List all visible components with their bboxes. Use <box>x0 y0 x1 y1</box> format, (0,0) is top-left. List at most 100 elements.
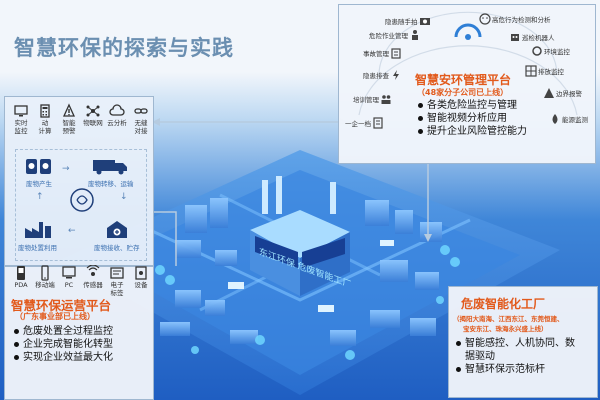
factory-subtitle-line-1: （揭阳大南海、江西东江、东莞恒建、 <box>453 315 564 323</box>
left-bottom-icon-2: PC <box>57 265 81 297</box>
grid-icon <box>525 65 537 77</box>
page-title: 智慧环保的探索与实践 <box>14 36 234 60</box>
rt-perimeter: 边界报警 <box>543 87 582 99</box>
monitor-icon <box>14 105 28 117</box>
right-panel-lower: 危废智能化工厂 （揭阳大南海、江西东江、东莞恒建、 宝安东江、珠海永兴盛上线） … <box>448 286 598 398</box>
rt-danger-work-label: 危险作业管理 <box>369 32 408 40</box>
brain-icon <box>70 188 94 212</box>
factory-title: 危废智能化工厂 <box>461 297 546 311</box>
factory-bullet: 智能感控、人机协同、数 据驱动 <box>455 337 597 363</box>
left-top-icon-label: 实时 监控 <box>14 119 28 135</box>
rt-hazard-check: 隐患排查 <box>363 69 402 81</box>
lightning-icon <box>393 70 399 80</box>
left-top-icon-label: 智能 预警 <box>62 119 76 135</box>
left-bottom-icon-4: 电子 标签 <box>105 265 129 297</box>
left-bullet: 实现企业效益最大化 <box>13 351 113 364</box>
rt-one-enterprise: 一企一档 <box>345 117 384 129</box>
left-bottom-icon-1: 移动端 <box>33 265 57 297</box>
drop-icon <box>552 114 558 124</box>
flow-arrow-right: → <box>62 164 70 174</box>
rt-training-label: 培训管理 <box>353 96 379 104</box>
right-panel-upper: 隐患随手拍 高危行为检测和分析 危险作业管理 巡检机器人 事故管理 环境监控 隐… <box>338 4 596 164</box>
iot-icon <box>86 105 100 117</box>
left-top-icon-2: 智能 预警 <box>57 103 81 135</box>
left-bottom-icon-label: PC <box>64 281 74 289</box>
left-panel-lower: PDA 移动端 PC 传感器 电子 标签 设备 智慧环保运营平台 （广东事业部已… <box>4 265 154 400</box>
flow-box: 废物产生 → 废物转移、运输 ↑ ↓ 废物处置利用 ← 废物接收、贮存 <box>15 149 147 261</box>
left-panel-upper: 实时 监控 动 计算 智能 预警 物联网 云分析 无缝 对接 废物产生 → <box>4 96 154 266</box>
rt-inspection-robot-label: 巡检机器人 <box>522 34 555 42</box>
left-bottom-icon-label: PDA <box>14 281 28 289</box>
ring-icon <box>532 46 542 56</box>
left-platform-bullets: 危废处置全过程监控 企业完成智能化转型 实现企业效益最大化 <box>13 325 113 364</box>
rt-danger-work: 危险作业管理 <box>369 29 421 41</box>
document-icon <box>373 117 383 129</box>
left-top-icon-4: 云分析 <box>105 103 129 135</box>
truck-icon <box>92 160 127 175</box>
face-icon <box>479 13 491 25</box>
connector-left-side <box>152 211 177 266</box>
factory-subtitle-line-2: 宝安东江、珠海永兴盛上线） <box>463 325 548 333</box>
left-top-icon-0: 实时 监控 <box>9 103 33 135</box>
factory-icon <box>24 222 51 238</box>
flow-arrow-left: ← <box>68 226 76 236</box>
warehouse-icon <box>106 221 127 238</box>
cloud-icon <box>109 104 125 116</box>
rt-training: 培训管理 <box>353 93 392 105</box>
left-top-icon-1: 动 计算 <box>33 103 57 135</box>
flow-arrow-down: ↓ <box>120 192 128 202</box>
connector-vertical <box>424 164 432 242</box>
left-bullet: 企业完成智能化转型 <box>13 338 113 351</box>
factory-bullet: 智慧环保示范标杆 <box>455 363 597 376</box>
left-top-icon-row: 实时 监控 动 计算 智能 预警 物联网 云分析 无缝 对接 <box>9 103 153 135</box>
left-platform-title: 智慧环保运营平台 <box>11 298 112 313</box>
left-platform-subtitle: （广东事业部已上线） <box>15 312 95 321</box>
left-bottom-icon-row: PDA 移动端 PC 传感器 电子 标签 设备 <box>9 265 153 297</box>
arc-decoration <box>358 11 578 116</box>
rt-high-risk: 高危行为检测和分析 <box>479 13 551 25</box>
rt-perimeter-label: 边界报警 <box>556 90 582 98</box>
camera-icon <box>419 18 430 25</box>
rt-incident: 事故管理 <box>363 47 402 59</box>
calculator-icon <box>40 104 50 118</box>
rt-env-monitor: 环境监控 <box>531 45 570 57</box>
rt-energy: 能源监测 <box>549 113 588 125</box>
flow-dispose-label: 废物处置利用 <box>18 244 57 252</box>
perimeter-icon <box>544 88 554 98</box>
flow-center <box>68 186 96 214</box>
right-platform-title: 智慧安环管理平台 <box>415 73 512 87</box>
left-top-icon-label: 无缝 对接 <box>134 119 148 135</box>
left-top-icon-label: 动 计算 <box>38 119 52 135</box>
left-top-icon-label: 物联网 <box>83 119 103 127</box>
left-bottom-icon-label: 设备 <box>134 281 148 289</box>
rt-hidden-danger: 隐患随手拍 <box>385 15 431 27</box>
left-top-icon-5: 无缝 对接 <box>129 103 153 135</box>
left-bottom-icon-5: 设备 <box>129 265 153 297</box>
robot-icon <box>511 34 519 41</box>
flow-storage: 废物接收、贮存 <box>94 218 140 252</box>
rt-hazard-check-label: 隐患排查 <box>363 72 389 80</box>
rt-patrol-monitor: 排放监控 <box>525 65 564 77</box>
alarm-icon <box>62 103 76 117</box>
flow-generate-label: 废物产生 <box>26 180 52 188</box>
wifi-icon <box>454 23 482 40</box>
flow-dispose: 废物处置利用 <box>18 218 57 252</box>
rt-patrol-monitor-label: 排放监控 <box>538 68 564 76</box>
left-bottom-icon-0: PDA <box>9 265 33 297</box>
rt-incident-label: 事故管理 <box>363 50 389 58</box>
right-top-bullet: 提升企业风险管控能力 <box>417 125 527 138</box>
worker-icon <box>412 30 418 40</box>
right-top-bullet: 智能视频分析应用 <box>417 112 527 125</box>
left-bottom-icon-label: 电子 标签 <box>110 281 124 297</box>
left-bottom-icon-label: 移动端 <box>35 281 55 289</box>
rt-inspection-robot: 巡检机器人 <box>509 31 555 43</box>
right-platform-bullets: 各类危险监控与管理 智能视频分析应用 提升企业风险管控能力 <box>417 99 527 138</box>
flow-generate: 废物产生 <box>24 156 54 188</box>
left-bullet: 危废处置全过程监控 <box>13 325 113 338</box>
rt-high-risk-label: 高危行为检测和分析 <box>492 16 551 24</box>
clipboard-icon <box>391 48 401 59</box>
mobile-icon <box>41 265 49 281</box>
rt-energy-label: 能源监测 <box>562 116 588 124</box>
connector-left-right <box>152 118 348 126</box>
